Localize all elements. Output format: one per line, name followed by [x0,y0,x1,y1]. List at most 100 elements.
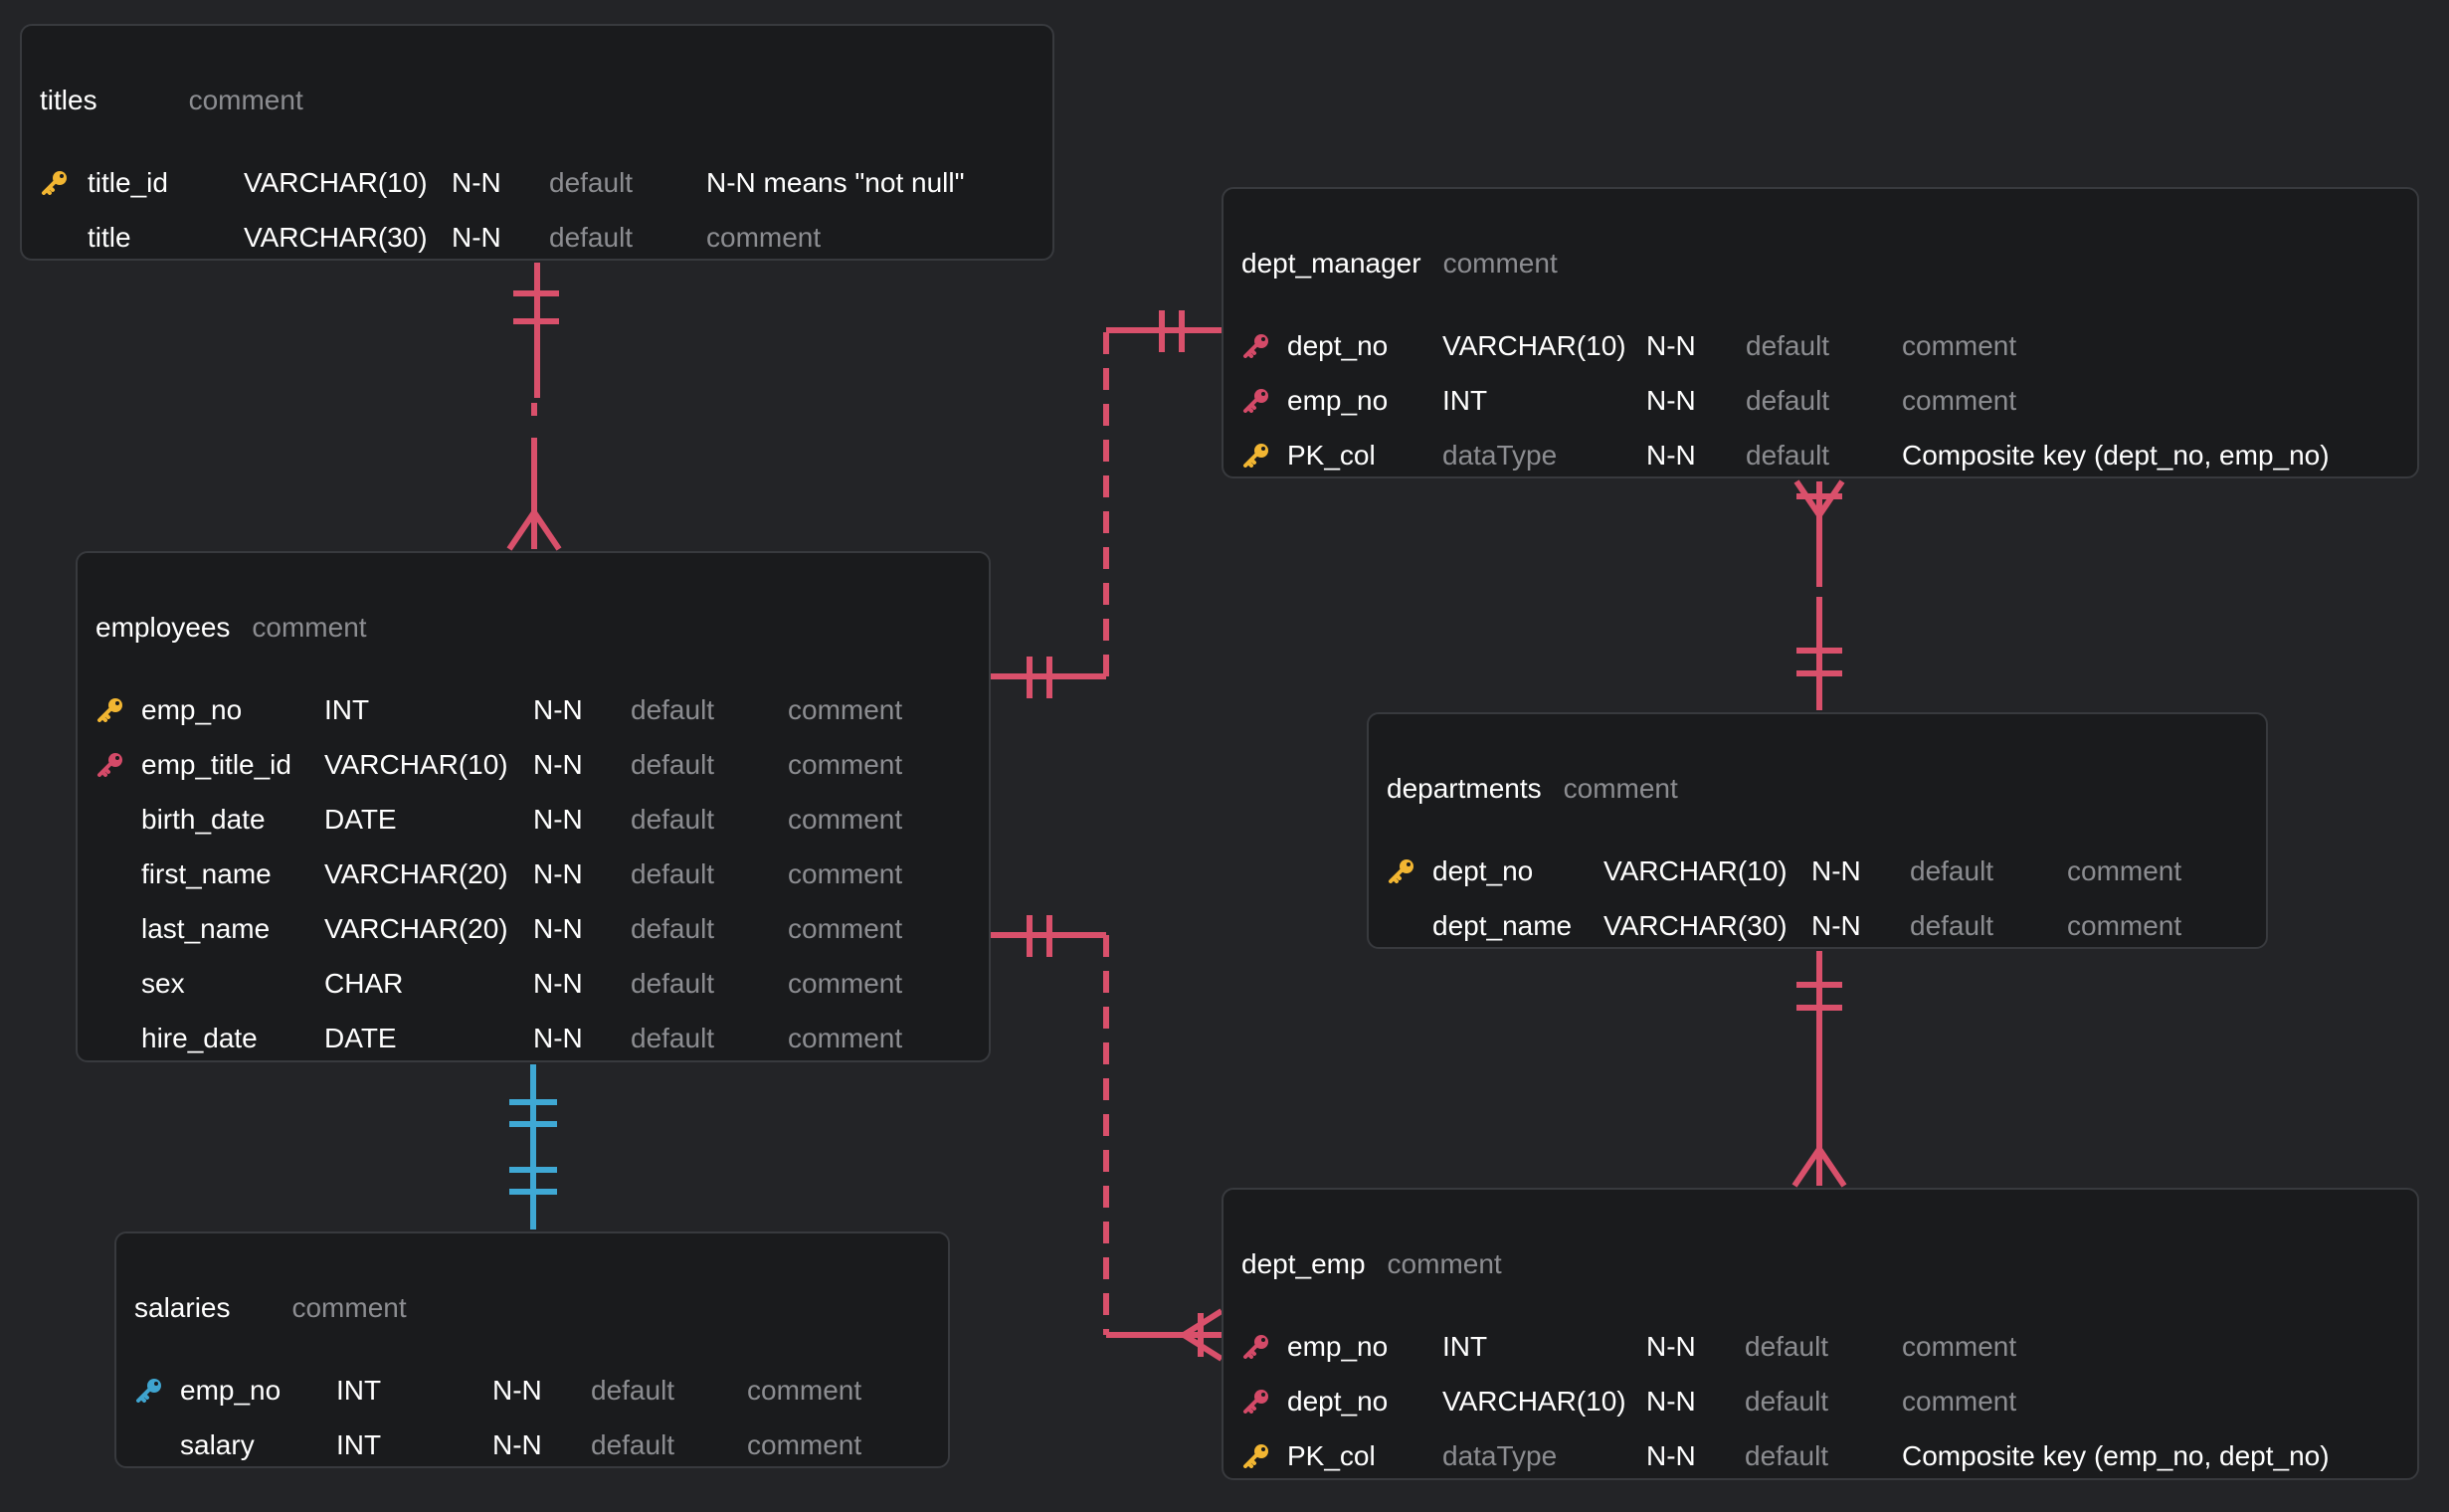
column-type: DATE [324,804,397,835]
column-row[interactable]: dept_no VARCHAR(10) N-N default comment [1224,318,2417,373]
relation-employees-salaries[interactable] [509,1064,557,1229]
column-comment: comment [788,968,903,999]
primary-key-icon [95,696,125,722]
column-row[interactable]: first_name VARCHAR(20) N-N default comme… [78,847,989,901]
column-nullable: N-N [492,1429,542,1460]
column-row[interactable]: emp_no INT N-N default comment [78,682,989,737]
column-row[interactable]: sex CHAR N-N default comment [78,956,989,1011]
column-comment: comment [706,222,822,253]
column-row[interactable]: hire_date DATE N-N default comment [78,1011,989,1065]
column-default: default [549,222,634,253]
column-row[interactable]: emp_no INT N-N default comment [1224,373,2417,428]
column-nullable: N-N [533,804,583,835]
column-row[interactable]: PK_col dataType N-N default Composite ke… [1224,428,2417,482]
column-comment: comment [1902,330,2017,361]
column-row[interactable]: emp_no INT N-N default comment [1224,1319,2417,1374]
link-key-icon [134,1377,164,1403]
foreign-key-icon [1241,332,1271,358]
column-comment: Composite key (emp_no, dept_no) [1902,1440,2330,1471]
primary-key-icon [1241,1442,1271,1468]
column-default: default [1746,385,1830,416]
column-type: VARCHAR(10) [1603,855,1788,886]
relation-employees-dept-emp[interactable] [991,915,1224,1362]
table-employees[interactable]: employees comment emp_no INT N-N default … [76,551,991,1062]
column-default: default [1745,1386,1829,1417]
column-row[interactable]: dept_name VARCHAR(30) N-N default commen… [1369,898,2266,953]
column-type: INT [336,1429,382,1460]
column-type: VARCHAR(10) [324,749,508,780]
relation-departments-dept-emp[interactable] [1791,951,1847,1188]
column-nullable: N-N [452,222,501,253]
column-row[interactable]: dept_no VARCHAR(10) N-N default comment [1369,844,2266,898]
column-type: INT [324,694,370,725]
column-type: VARCHAR(10) [244,167,428,198]
relation-titles-employees[interactable] [506,263,562,551]
column-name: PK_col [1287,440,1376,471]
column-row[interactable]: dept_no VARCHAR(10) N-N default comment [1224,1374,2417,1428]
column-name: title_id [88,167,168,198]
column-default: default [1746,440,1830,471]
column-default: default [1910,855,1994,886]
table-comment: comment [188,85,303,115]
column-row[interactable]: title_id VARCHAR(10) N-N default N-N mea… [22,155,1052,210]
column-name: title [88,222,131,253]
column-nullable: N-N [533,694,583,725]
column-nullable: N-N [533,858,583,889]
column-name: birth_date [141,804,266,835]
column-row[interactable]: last_name VARCHAR(20) N-N default commen… [78,901,989,956]
column-comment: comment [747,1429,862,1460]
column-default: default [549,167,634,198]
table-name: dept_emp [1241,1248,1366,1279]
table-name: dept_manager [1241,248,1421,279]
column-name: hire_date [141,1023,258,1053]
column-nullable: N-N [492,1375,542,1406]
column-comment: N-N means "not null" [706,167,965,198]
column-row[interactable]: salary INT N-N default comment [116,1418,948,1472]
column-default: default [1746,330,1830,361]
column-type: INT [336,1375,382,1406]
relation-departments-dept-manager[interactable] [1793,479,1845,710]
column-name: emp_title_id [141,749,291,780]
column-default: default [1745,1331,1829,1362]
column-comment: comment [1902,385,2017,416]
column-type: VARCHAR(10) [1442,330,1626,361]
table-comment: comment [1387,1248,1502,1279]
column-type: VARCHAR(30) [244,222,428,253]
column-comment: comment [788,694,903,725]
column-name: emp_no [141,694,243,725]
table-name: departments [1387,773,1542,804]
column-type: CHAR [324,968,404,999]
column-comment: comment [2067,855,2182,886]
column-default: default [631,1023,715,1053]
column-type: dataType [1442,440,1558,471]
primary-key-icon [1241,442,1271,468]
column-nullable: N-N [533,968,583,999]
column-nullable: N-N [452,167,501,198]
column-default: default [631,694,715,725]
column-nullable: N-N [533,1023,583,1053]
column-row[interactable]: PK_col dataType N-N default Composite ke… [1224,1428,2417,1483]
column-name: dept_name [1432,910,1573,941]
table-name: employees [95,612,231,643]
column-name: sex [141,968,185,999]
column-default: default [591,1429,675,1460]
table-dept-emp[interactable]: dept_emp comment emp_no INT N-N default c… [1222,1188,2419,1480]
column-type: VARCHAR(20) [324,913,508,944]
column-comment: comment [788,804,903,835]
column-row[interactable]: birth_date DATE N-N default comment [78,792,989,847]
column-nullable: N-N [1811,855,1861,886]
relation-employees-dept-manager[interactable] [991,310,1222,698]
column-type: INT [1442,385,1488,416]
column-row[interactable]: emp_title_id VARCHAR(10) N-N default com… [78,737,989,792]
column-default: default [631,749,715,780]
table-comment: comment [1442,248,1558,279]
column-row[interactable]: emp_no INT N-N default comment [116,1363,948,1418]
foreign-key-icon [1241,1333,1271,1359]
column-name: emp_no [1287,1331,1389,1362]
column-row[interactable]: title VARCHAR(30) N-N default comment [22,210,1052,265]
